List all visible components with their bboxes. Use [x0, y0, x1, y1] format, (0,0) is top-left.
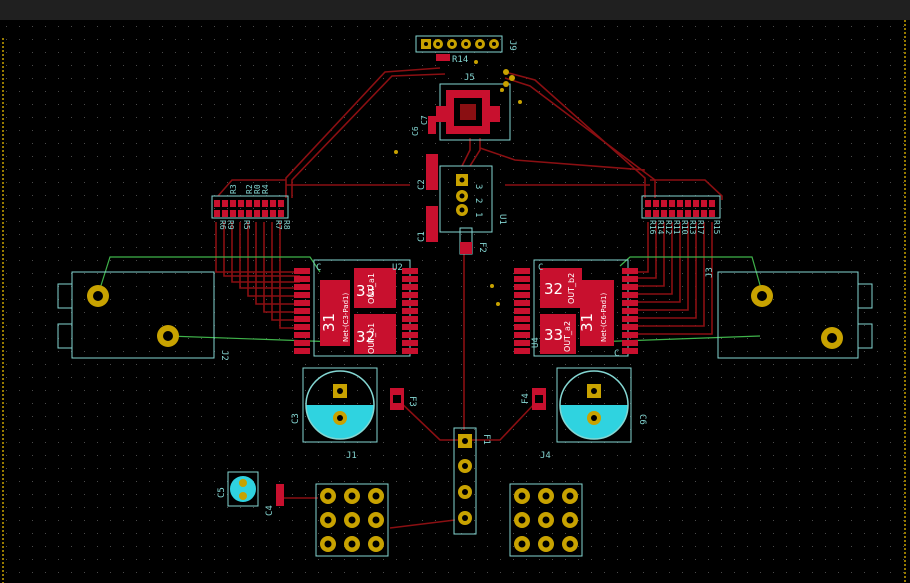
left-res-label-top-0: R3 [229, 184, 238, 194]
u4-net-bottom: OUT_a2 [563, 321, 572, 352]
left-res-label-bot-3: R7 [274, 220, 283, 230]
c3-capacitor[interactable] [302, 367, 378, 443]
u1-label: U1 [497, 214, 507, 225]
right-res-label-4: R10 [680, 220, 689, 235]
c6-small-pad[interactable] [428, 116, 436, 134]
right-res-label-6: R17 [696, 220, 705, 235]
c7-small-label: C7 [420, 115, 429, 125]
r14-label: R14 [452, 55, 468, 65]
u1-pin-2: 2 [473, 198, 483, 203]
left-res-label-top-2: R0 [253, 184, 262, 194]
u2-pad-a: 31 [320, 313, 338, 332]
u1-pin-1: 1 [473, 212, 483, 217]
c4-pad[interactable] [276, 484, 284, 506]
f3-fuse[interactable] [390, 388, 404, 410]
u2-pad-b: 33 [356, 282, 375, 300]
f1-terminal[interactable] [453, 427, 477, 535]
vias-top [394, 60, 522, 154]
u2-label-c: C [316, 263, 321, 273]
c5-label: C5 [217, 487, 227, 498]
f4-label: F4 [521, 393, 531, 404]
pcb-canvas[interactable]: J9 R14 J5 C6 C7 3 2 1 U1 C2 C1 [0, 20, 910, 583]
c6-label: C6 [637, 414, 647, 425]
window-top-bar [0, 0, 910, 20]
j9-label: J9 [507, 40, 517, 51]
j1-header[interactable] [315, 483, 389, 557]
c1-pad[interactable] [426, 206, 438, 242]
left-res-label-bot-4: R8 [282, 220, 291, 230]
via-mid-1 [490, 284, 494, 288]
right-res-label-3: R11 [672, 220, 681, 235]
tracks [215, 67, 723, 529]
right-res-label-1: R14 [656, 220, 665, 235]
right-res-label-0: R16 [648, 220, 657, 235]
j4-header[interactable] [509, 483, 583, 557]
left-res-label-top-1: R2 [245, 184, 254, 194]
j1-label: J1 [346, 451, 357, 461]
u2-pad-c: 32 [356, 328, 375, 346]
u4-label-c2: C [614, 349, 619, 359]
c1-label: C1 [417, 231, 427, 242]
c6-capacitor[interactable] [556, 367, 632, 443]
u1-pin-3: 3 [473, 184, 483, 189]
right-res-label-7: R15 [712, 220, 721, 235]
ratsnest [97, 256, 763, 343]
u2-net-top: OUT_a1 [367, 273, 376, 304]
u4-net-top: OUT_b2 [567, 273, 576, 304]
u2-driver[interactable] [294, 259, 418, 357]
j5-qfn[interactable] [436, 83, 511, 141]
c6-small-label: C6 [411, 126, 420, 136]
f1-label: F1 [481, 434, 491, 445]
u4-pad-a: 32 [544, 280, 563, 298]
f2-pad[interactable] [460, 242, 472, 254]
left-resistor-array[interactable] [211, 195, 289, 219]
c2-pad[interactable] [426, 154, 438, 190]
u4-pad-b: 31 [578, 313, 596, 332]
f4-fuse[interactable] [532, 388, 546, 410]
u2-label: U2 [392, 263, 403, 273]
right-resistor-array[interactable] [641, 195, 721, 219]
c3-label: C3 [291, 413, 301, 424]
f2-label: F2 [477, 242, 487, 253]
u4-label-c: C [538, 263, 543, 273]
left-res-label-bot-1: R9 [226, 220, 235, 230]
left-res-label-top-3: R4 [261, 184, 270, 194]
u4-label: U4 [531, 337, 541, 348]
left-res-label-bot-2: R5 [242, 220, 251, 230]
u4-pad-c: 33 [544, 326, 563, 344]
j4-label: J4 [540, 451, 551, 461]
j2-connector[interactable] [57, 271, 215, 359]
r14-pad-1[interactable] [436, 54, 450, 61]
pcb-layout: J9 R14 J5 C6 C7 3 2 1 U1 C2 C1 [0, 20, 910, 583]
left-res-label-bot-0: R6 [218, 220, 227, 230]
f3-label: F3 [407, 396, 417, 407]
j9-header[interactable] [415, 35, 503, 53]
c2-label: C2 [417, 179, 427, 190]
u4-driver[interactable] [514, 259, 638, 357]
u2-net-bottom: OUT_b1 [367, 323, 376, 354]
via-j5 [500, 88, 504, 92]
right-res-label-5: R13 [688, 220, 697, 235]
j2-label: J2 [219, 350, 229, 361]
c5-capacitor[interactable] [227, 471, 259, 507]
j3-connector[interactable] [717, 271, 873, 359]
u2-net-big: Net-(C3-Pad1) [342, 292, 350, 342]
u4-net-big: Net-(C6-Pad1) [600, 292, 608, 342]
via-mid-2 [496, 302, 500, 306]
right-res-label-2: R12 [664, 220, 673, 235]
u1-regulator[interactable] [439, 165, 493, 233]
j3-label: J3 [705, 267, 715, 278]
j5-label: J5 [464, 73, 475, 83]
c4-label: C4 [265, 505, 275, 516]
